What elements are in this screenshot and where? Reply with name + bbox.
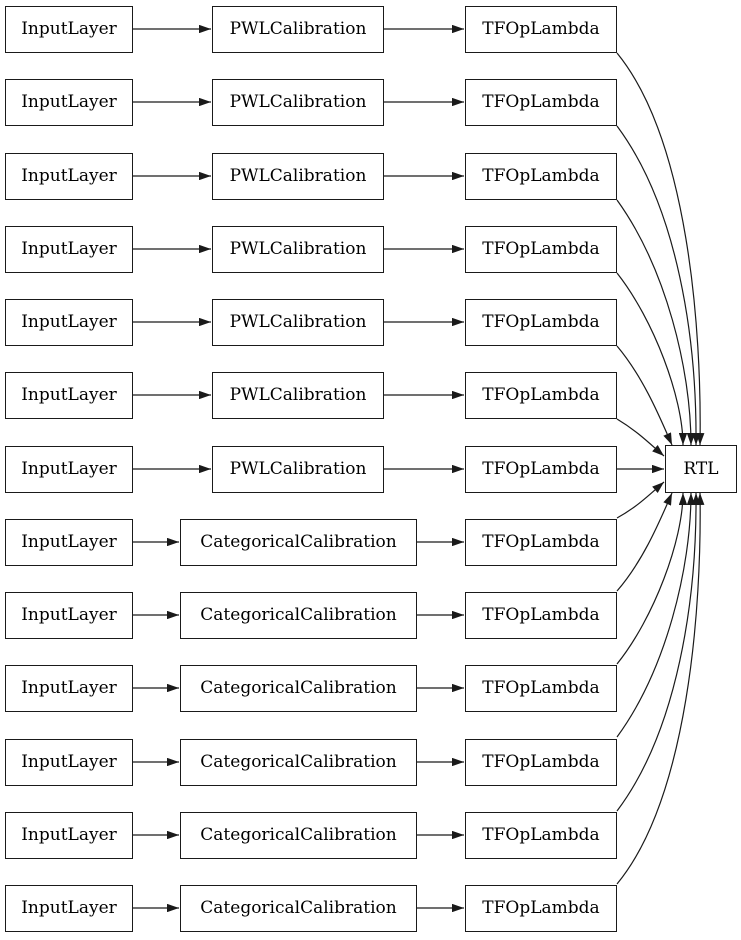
node-inputlayer-6: InputLayer — [5, 372, 133, 419]
node-tfoplambda-9: TFOpLambda — [465, 592, 617, 639]
node-inputlayer-12: InputLayer — [5, 812, 133, 859]
node-categoricalcalibration-8: CategoricalCalibration — [180, 519, 417, 566]
node-pwlcalibration-1: PWLCalibration — [212, 6, 384, 53]
node-tfoplambda-1: TFOpLambda — [465, 6, 617, 53]
node-inputlayer-1: InputLayer — [5, 6, 133, 53]
node-tfoplambda-10: TFOpLambda — [465, 665, 617, 712]
edge-lambda-to-rtl-2 — [616, 125, 701, 446]
node-inputlayer-5: InputLayer — [5, 299, 133, 346]
node-inputlayer-10: InputLayer — [5, 665, 133, 712]
node-tfoplambda-6: TFOpLambda — [465, 372, 617, 419]
edge-lambda-to-rtl-1 — [616, 52, 705, 446]
node-inputlayer-13: InputLayer — [5, 885, 133, 932]
edge-lambda-to-rtl-4 — [616, 272, 688, 446]
node-tfoplambda-3: TFOpLambda — [465, 153, 617, 200]
node-categoricalcalibration-12: CategoricalCalibration — [180, 812, 417, 859]
node-inputlayer-9: InputLayer — [5, 592, 133, 639]
node-categoricalcalibration-9: CategoricalCalibration — [180, 592, 417, 639]
edge-lambda-to-rtl-9 — [616, 492, 673, 592]
edge-lambda-to-rtl-11 — [616, 492, 696, 738]
node-rtl-output: RTL — [665, 445, 737, 493]
node-pwlcalibration-6: PWLCalibration — [212, 372, 384, 419]
edge-lambda-to-rtl-10 — [616, 492, 688, 665]
node-inputlayer-3: InputLayer — [5, 153, 133, 200]
edge-lambda-to-rtl-5 — [616, 345, 673, 446]
node-tfoplambda-8: TFOpLambda — [465, 519, 617, 566]
node-inputlayer-4: InputLayer — [5, 226, 133, 273]
node-inputlayer-2: InputLayer — [5, 79, 133, 126]
node-pwlcalibration-4: PWLCalibration — [212, 226, 384, 273]
node-tfoplambda-4: TFOpLambda — [465, 226, 617, 273]
node-pwlcalibration-3: PWLCalibration — [212, 153, 384, 200]
node-pwlcalibration-7: PWLCalibration — [212, 446, 384, 493]
node-pwlcalibration-5: PWLCalibration — [212, 299, 384, 346]
node-tfoplambda-7: TFOpLambda — [465, 446, 617, 493]
node-pwlcalibration-2: PWLCalibration — [212, 79, 384, 126]
edge-lambda-to-rtl-6 — [616, 418, 665, 457]
node-categoricalcalibration-11: CategoricalCalibration — [180, 739, 417, 786]
node-inputlayer-11: InputLayer — [5, 739, 133, 786]
edge-lambda-to-rtl-8 — [616, 481, 665, 519]
node-categoricalcalibration-10: CategoricalCalibration — [180, 665, 417, 712]
node-tfoplambda-13: TFOpLambda — [465, 885, 617, 932]
node-categoricalcalibration-13: CategoricalCalibration — [180, 885, 417, 932]
node-tfoplambda-5: TFOpLambda — [465, 299, 617, 346]
node-tfoplambda-12: TFOpLambda — [465, 812, 617, 859]
node-inputlayer-7: InputLayer — [5, 446, 133, 493]
edge-lambda-to-rtl-13 — [616, 492, 705, 885]
node-inputlayer-8: InputLayer — [5, 519, 133, 566]
edge-lambda-to-rtl-12 — [616, 492, 701, 812]
node-tfoplambda-11: TFOpLambda — [465, 739, 617, 786]
node-tfoplambda-2: TFOpLambda — [465, 79, 617, 126]
edge-lambda-to-rtl-3 — [616, 199, 696, 446]
